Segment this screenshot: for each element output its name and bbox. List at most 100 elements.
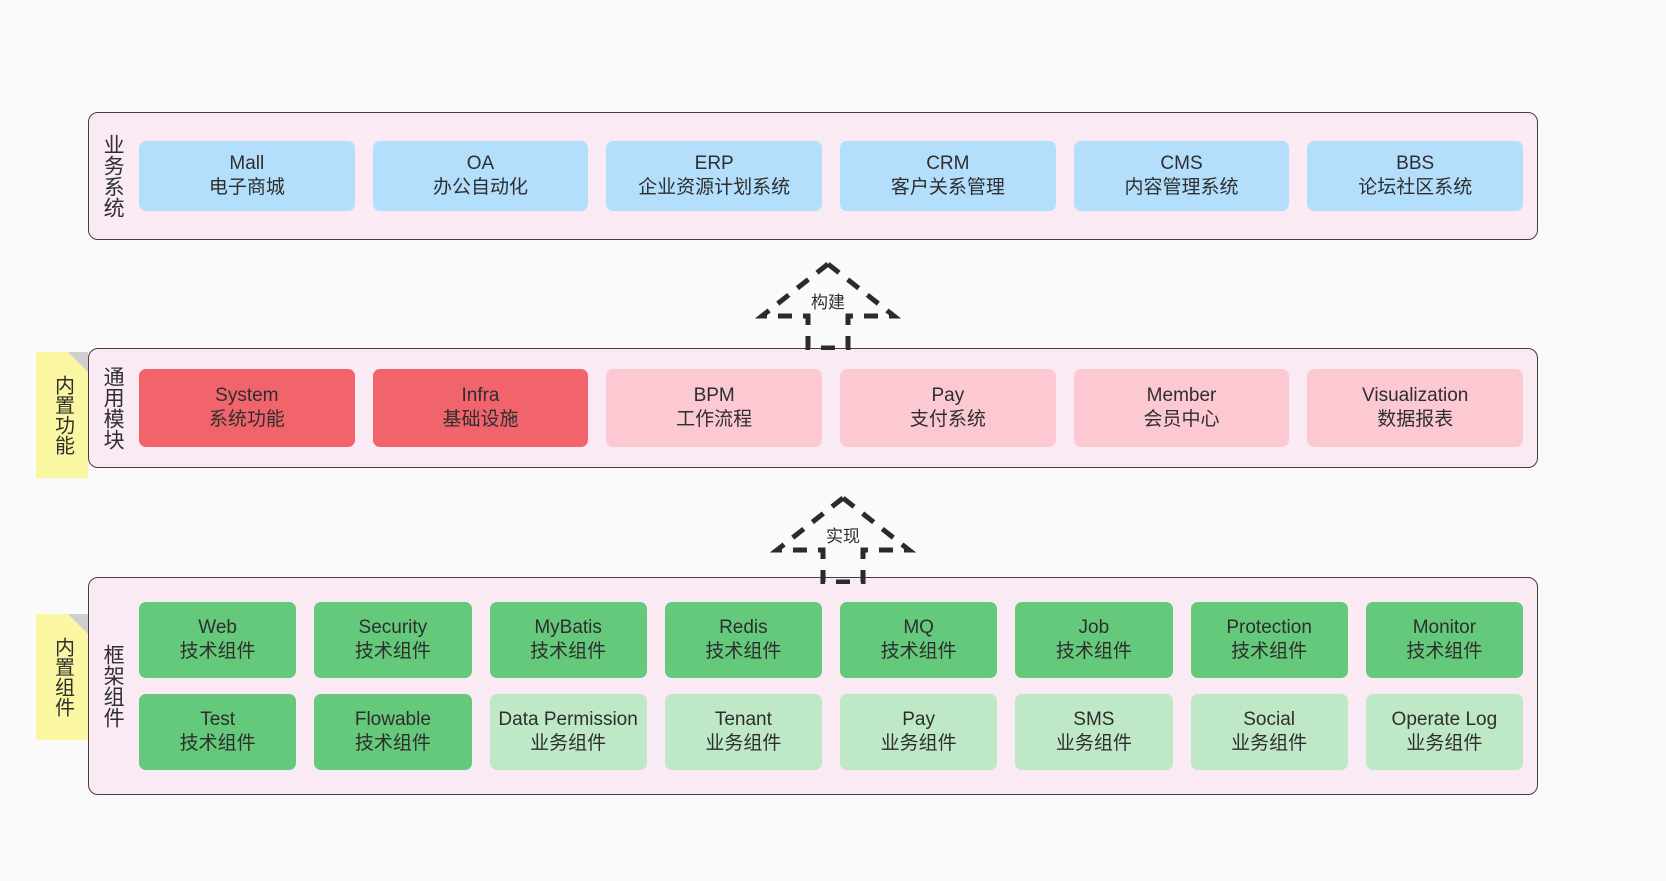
module-card-name: Member	[1146, 384, 1217, 406]
module-card-mall[interactable]: Mall 电子商城	[139, 141, 355, 211]
module-card-data-permission[interactable]: Data Permission 业务组件	[489, 694, 647, 770]
module-card-name: Tenant	[714, 708, 772, 730]
module-card-name: Pay	[931, 384, 965, 406]
build-arrow-label: 构建	[811, 293, 845, 312]
module-card-subtitle: 业务组件	[880, 733, 957, 754]
module-card-name: Test	[200, 708, 236, 730]
module-card-name: Infra	[461, 384, 500, 406]
module-card-name: Web	[198, 616, 237, 638]
module-card-operate-log[interactable]: Operate Log 业务组件	[1365, 694, 1523, 770]
implement-arrow-label: 实现	[826, 527, 860, 546]
module-card-protection[interactable]: Protection 技术组件	[1190, 602, 1348, 678]
implement-arrow-shape	[769, 494, 917, 585]
module-card-subtitle: 技术组件	[354, 641, 431, 662]
layer-title-framework: 框架组件	[101, 644, 125, 728]
module-card-system[interactable]: System 系统功能	[139, 369, 355, 447]
generalization-arrow-implement: 实现	[755, 492, 931, 585]
module-card-subtitle: 技术组件	[530, 641, 607, 662]
module-card-oa[interactable]: OA 办公自动化	[372, 141, 589, 211]
module-card-subtitle: 技术组件	[1231, 641, 1308, 662]
module-card-name: Pay	[902, 708, 935, 730]
module-card-visualization[interactable]: Visualization 数据报表	[1307, 369, 1524, 447]
module-card-name: Protection	[1226, 616, 1312, 638]
sticky-note-label-framework: 内置组件	[51, 637, 74, 717]
module-card-infra[interactable]: Infra 基础设施	[372, 369, 589, 447]
module-card-subtitle: 内容管理系统	[1124, 177, 1239, 198]
module-card-name: ERP	[694, 152, 734, 174]
module-card-subtitle: 业务组件	[530, 733, 607, 754]
module-card-subtitle: 技术组件	[179, 641, 256, 662]
module-card-name: BBS	[1396, 152, 1435, 174]
module-card-member[interactable]: Member 会员中心	[1073, 369, 1290, 447]
module-card-name: Data Permission	[498, 708, 638, 730]
module-card-name: Operate Log	[1391, 708, 1498, 730]
module-card-subtitle: 支付系统	[909, 409, 986, 430]
module-card-name: Mall	[229, 152, 265, 174]
module-card-name: BPM	[693, 384, 735, 406]
module-card-mq[interactable]: MQ 技术组件	[840, 602, 998, 678]
module-card-job[interactable]: Job 技术组件	[1015, 602, 1173, 678]
module-card-crm[interactable]: CRM 客户关系管理	[840, 141, 1056, 211]
module-card-subtitle: 技术组件	[354, 733, 431, 754]
module-card-subtitle: 论坛社区系统	[1358, 177, 1473, 198]
module-card-subtitle: 业务组件	[705, 733, 782, 754]
module-card-pay[interactable]: Pay 业务组件	[840, 694, 998, 770]
module-card-web[interactable]: Web 技术组件	[139, 602, 297, 678]
build-arrow-shape	[754, 260, 902, 351]
module-card-pay[interactable]: Pay 支付系统	[840, 369, 1056, 447]
module-row: Mall 电子商城 OA 办公自动化 ERP 企业资源计划系统 CRM 客户关系管理 CMS 内容…	[139, 141, 1524, 211]
module-card-subtitle: 数据报表	[1377, 409, 1454, 430]
module-card-monitor[interactable]: Monitor 技术组件	[1365, 602, 1523, 678]
module-card-cms[interactable]: CMS 内容管理系统	[1073, 141, 1290, 211]
module-card-name: Flowable	[354, 708, 431, 730]
module-card-subtitle: 会员中心	[1143, 409, 1220, 430]
sticky-note-built-in-components: 内置组件	[36, 614, 88, 740]
sticky-note-label-common: 内置功能	[51, 375, 74, 455]
module-card-name: OA	[466, 152, 495, 174]
layer-framework-components: 框架组件 Web 技术组件 Security 技术组件 MyBatis 技术组件 Redis…	[88, 577, 1538, 795]
module-card-subtitle: 企业资源计划系统	[638, 177, 791, 198]
module-card-subtitle: 办公自动化	[433, 177, 529, 198]
module-card-subtitle: 业务组件	[1231, 733, 1308, 754]
module-card-subtitle: 技术组件	[1055, 641, 1132, 662]
module-card-subtitle: 电子商城	[208, 177, 285, 198]
module-card-subtitle: 技术组件	[1406, 641, 1483, 662]
module-card-name: Redis	[719, 616, 768, 638]
module-card-name: Job	[1078, 616, 1110, 638]
module-card-name: Monitor	[1412, 616, 1477, 638]
module-card-name: MyBatis	[534, 616, 602, 638]
module-card-name: CMS	[1160, 152, 1203, 174]
module-card-mybatis[interactable]: MyBatis 技术组件	[489, 602, 647, 678]
module-card-subtitle: 系统功能	[208, 409, 285, 430]
module-card-subtitle: 业务组件	[1406, 733, 1483, 754]
layer-title-common: 通用模块	[101, 366, 125, 450]
module-card-name: MQ	[903, 616, 934, 638]
module-card-subtitle: 客户关系管理	[890, 177, 1005, 198]
module-card-subtitle: 业务组件	[1055, 733, 1132, 754]
module-card-subtitle: 技术组件	[880, 641, 957, 662]
generalization-arrow-build: 构建	[740, 258, 916, 351]
sticky-note-built-in-functions: 内置功能	[36, 352, 88, 478]
module-card-name: Security	[358, 616, 428, 638]
module-card-name: System	[215, 384, 279, 406]
module-card-tenant[interactable]: Tenant 业务组件	[664, 694, 822, 770]
module-card-security[interactable]: Security 技术组件	[314, 602, 472, 678]
module-card-subtitle: 基础设施	[442, 409, 519, 430]
module-card-erp[interactable]: ERP 企业资源计划系统	[606, 141, 823, 211]
module-card-name: Visualization	[1362, 384, 1469, 406]
module-card-name: CRM	[926, 152, 970, 174]
module-card-bbs[interactable]: BBS 论坛社区系统	[1307, 141, 1524, 211]
module-card-flowable[interactable]: Flowable 技术组件	[314, 694, 472, 770]
